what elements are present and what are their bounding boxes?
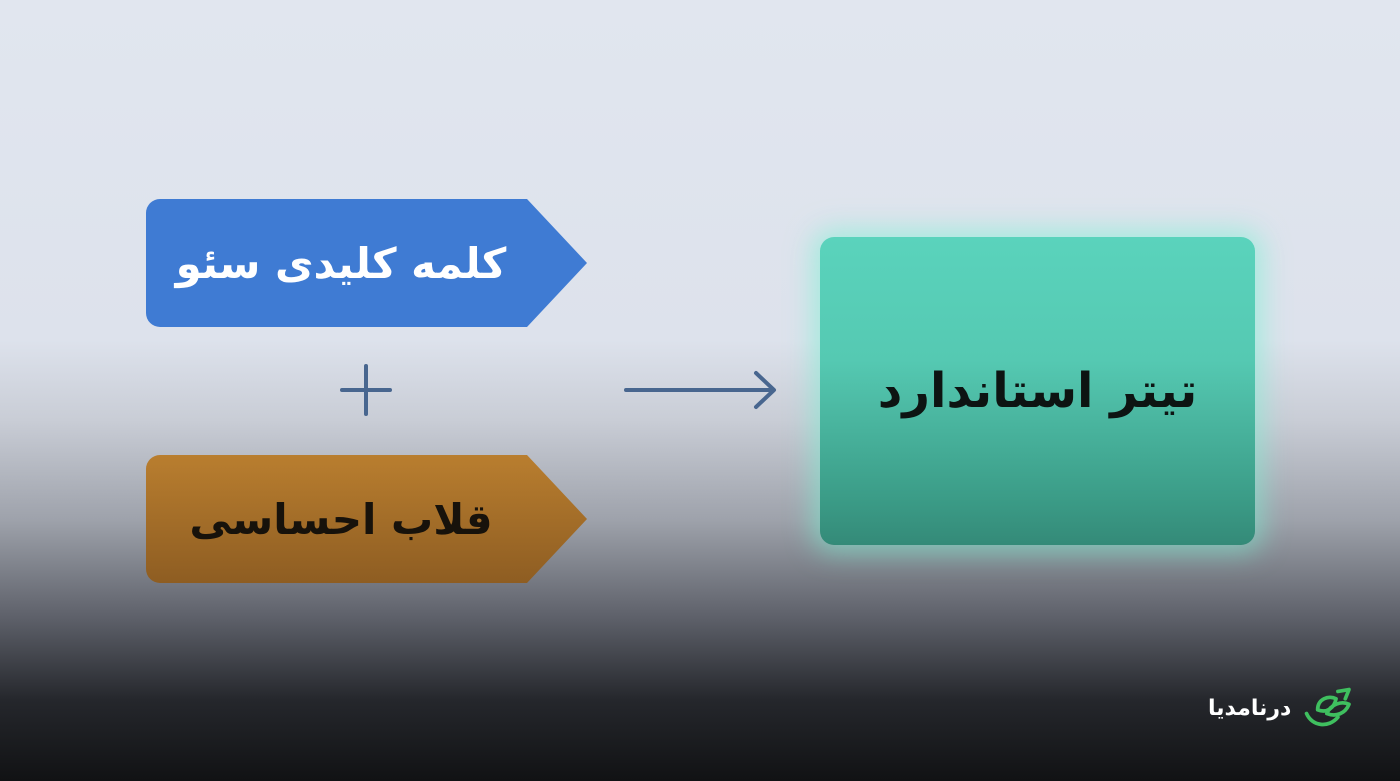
emotional-hook-tag: قلاب احساسی (146, 455, 587, 583)
brand-logo: درنامدیا (1208, 684, 1353, 732)
leaf-logo-icon (1305, 687, 1352, 727)
standard-title-box: تیتر استاندارد (820, 237, 1255, 545)
seo-keyword-label: کلمه کلیدی سئو (175, 238, 507, 288)
arrow-right-icon (624, 371, 776, 409)
plus-icon (340, 364, 392, 416)
seo-keyword-tag: کلمه کلیدی سئو (146, 199, 587, 327)
brand-name: درنامدیا (1208, 695, 1292, 721)
emotional-hook-label: قلاب احساسی (189, 494, 493, 544)
standard-title-label: تیتر استاندارد (877, 363, 1198, 419)
